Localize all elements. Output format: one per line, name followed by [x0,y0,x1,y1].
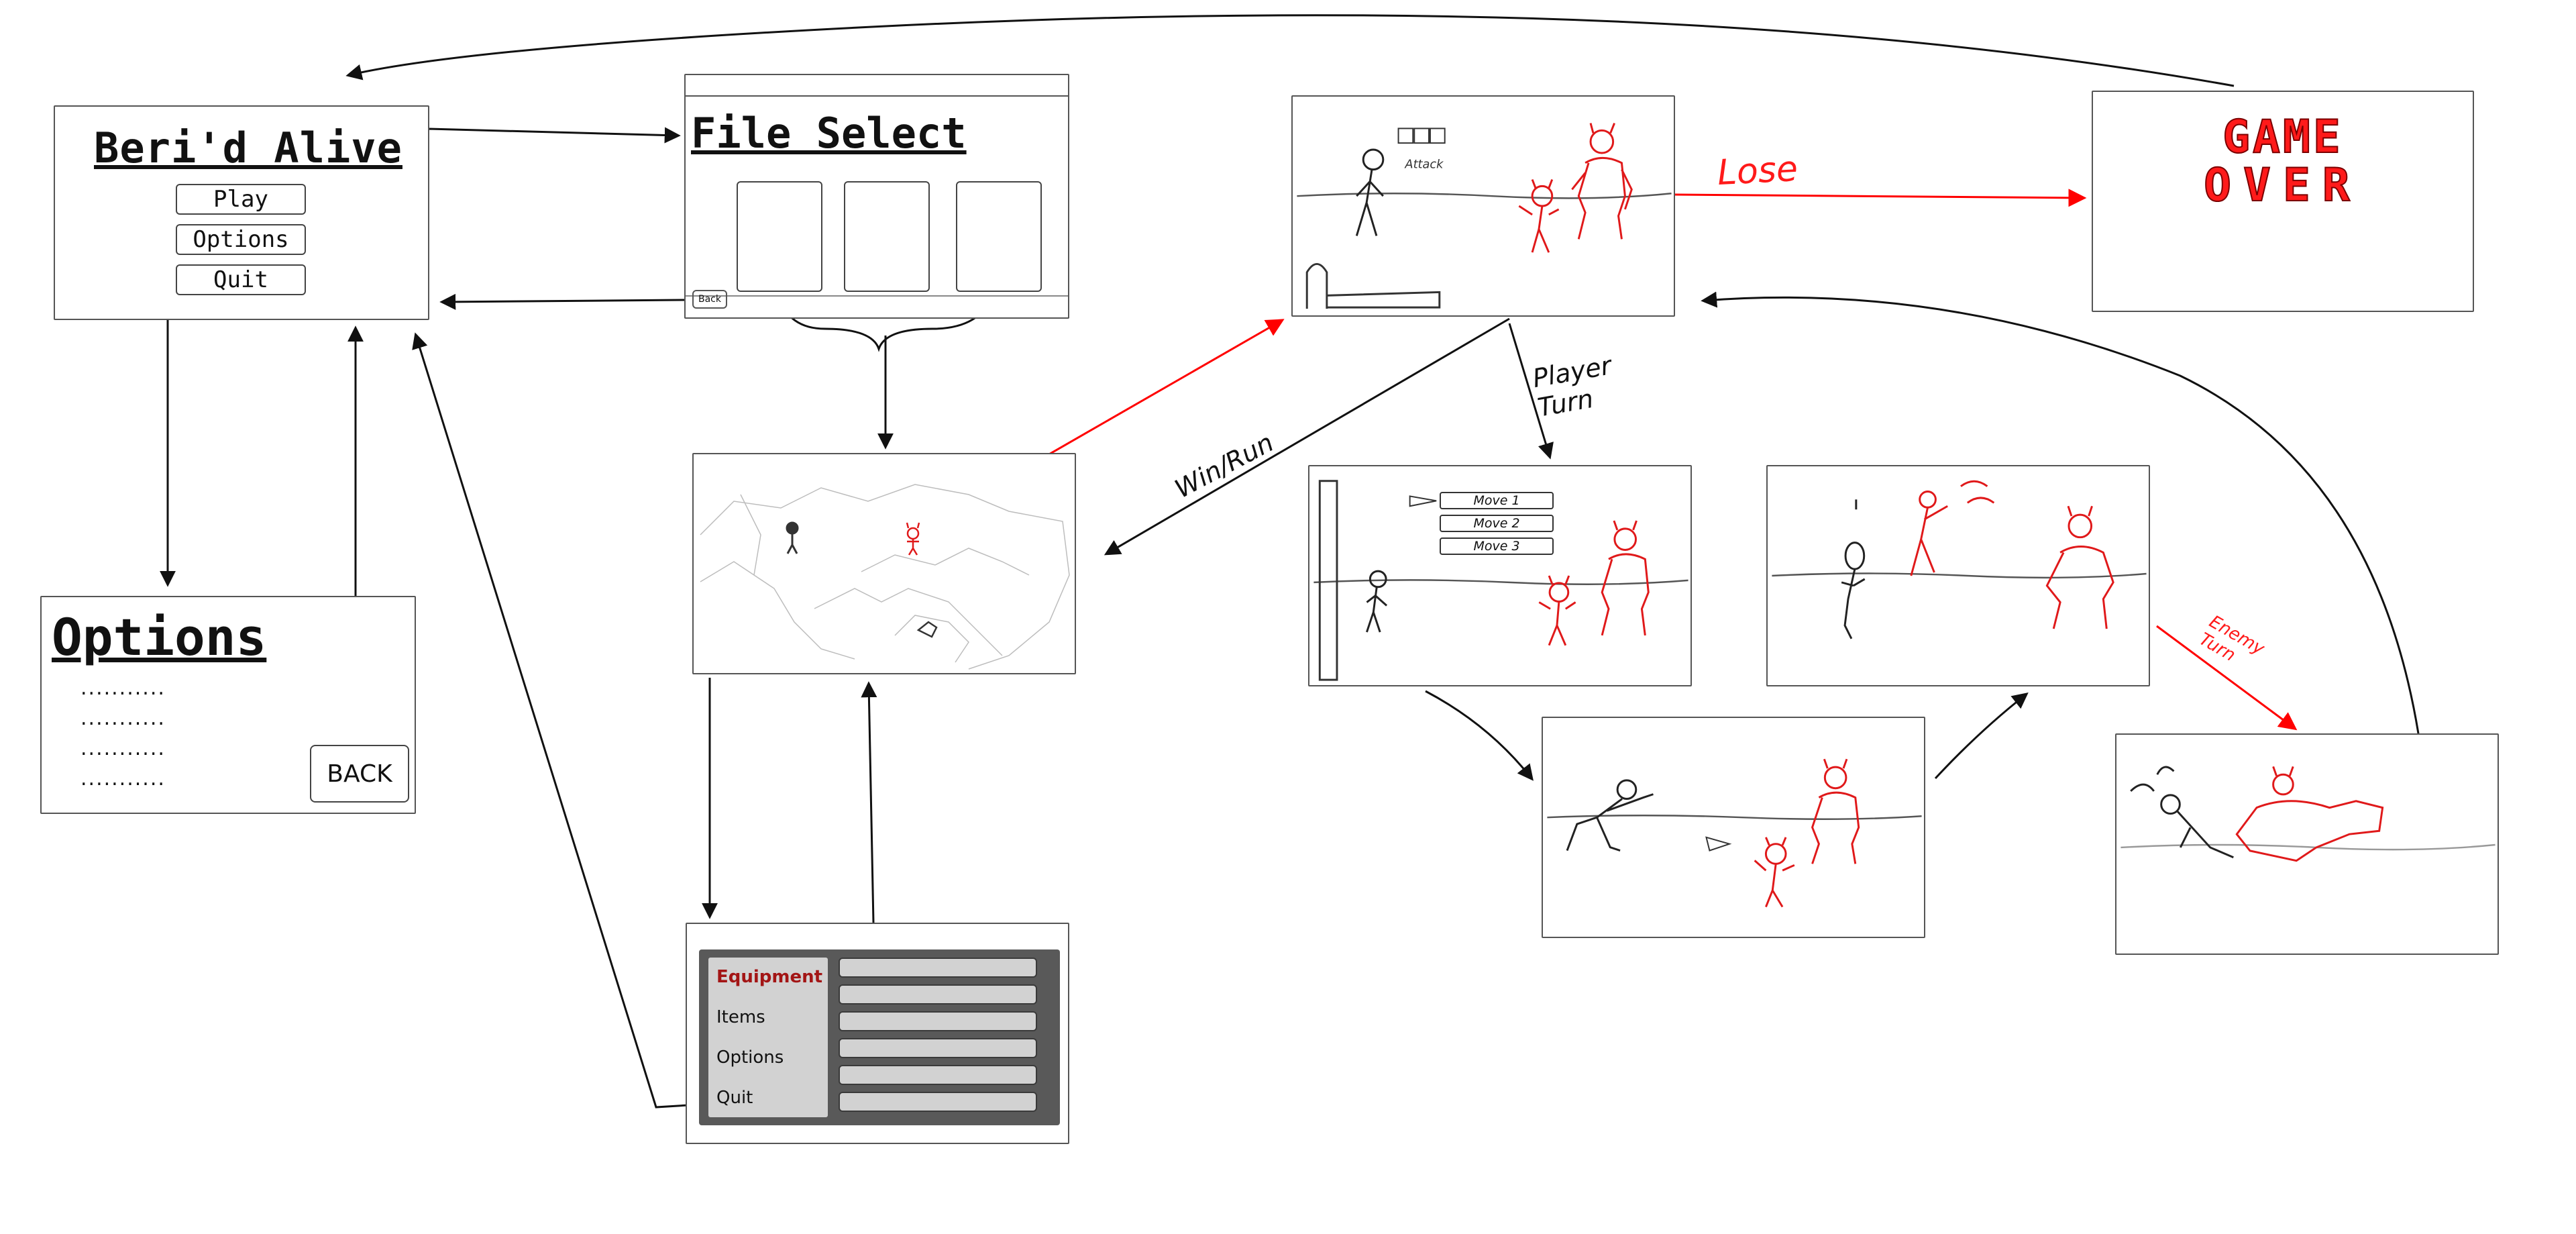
map-screen-frame [692,453,1076,674]
options-screen-frame: Options ........... ........... ........… [40,596,416,814]
selector-arrow-icon [1409,495,1437,507]
label-lose: Lose [1716,148,1799,194]
game-over-line-2: OVER [2203,158,2362,213]
options-button[interactable]: Options [176,224,306,255]
title-screen-frame: Beri'd Alive Play Options Quit [54,105,429,320]
save-slot-1[interactable] [737,181,822,292]
arrow-gameover-to-title [345,14,2235,87]
move-1-button[interactable]: Move 1 [1440,492,1554,509]
menu-item-options[interactable]: Options [716,1047,784,1068]
player-map-icon [786,521,799,554]
battle-enemy-move-frame [1766,465,2150,686]
pause-menu-frame: Equipment Items Options Quit [686,923,1069,1144]
options-title: Options [52,607,267,667]
health-bar-sketch [1318,480,1338,681]
file-select-back-button[interactable]: Back [692,290,727,309]
enemy-jumping-sketch [1910,480,1995,576]
equipment-slot-3[interactable] [839,1011,1037,1031]
quit-button[interactable]: Quit [176,264,306,295]
game-title: Beri'd Alive [94,123,402,172]
menu-item-items[interactable]: Items [716,1007,765,1027]
arrow-attack-to-enemy-move [1934,692,2029,780]
move-2-button[interactable]: Move 2 [1440,515,1554,532]
option-line-2: ........... [80,707,166,730]
status-icons [1397,127,1446,144]
enemy-sketch-small [1538,575,1576,646]
equipment-slot-2[interactable] [839,984,1037,1005]
gate-sketch [1305,262,1441,309]
arrow-battle-to-gameover [1674,189,2087,207]
arrow-menu-to-attack [1425,690,1534,781]
equipment-slot-4[interactable] [839,1038,1037,1058]
world-map [700,484,1070,670]
menu-item-quit[interactable]: Quit [716,1088,753,1108]
arrow-file-select-to-title [439,293,685,310]
battle-enemy-hit-sketch [2121,766,2496,862]
player-knocked-sketch [2130,766,2234,859]
battle-attack-frame [1542,717,1925,938]
options-back-button[interactable]: BACK [310,745,409,803]
arrow-pause-to-map [861,681,877,923]
menu-item-equipment[interactable]: Equipment [716,967,823,987]
option-line-4: ........... [80,767,166,790]
game-over-frame: GAME OVER [2092,91,2474,312]
treasure-map-icon [916,621,938,638]
save-slot-3[interactable] [956,181,1042,292]
file-select-title-bar [686,74,1068,97]
arrow-quit-to-title [412,332,712,1109]
enemy-sketch-large [1811,758,1860,864]
pause-menu-list: Equipment Items Options Quit [708,958,828,1117]
battle-scene-sketch: Attack [1297,122,1672,309]
player-braced-sketch [1841,499,1866,639]
player-sketch [1355,148,1385,236]
enemy-charging-sketch [2235,766,2384,862]
enemy-sketch-small [1518,178,1560,253]
player-sketch [1366,570,1388,633]
equipment-slot-1[interactable] [839,958,1037,978]
battle-menu-sketch [1313,480,1688,681]
move-3-button[interactable]: Move 3 [1440,537,1554,555]
status-label: Attack [1404,158,1444,172]
label-enemy-turn: Enemy Turn [2196,611,2268,666]
pause-menu-panel: Equipment Items Options Quit [699,949,1060,1125]
equipment-slot-5[interactable] [839,1065,1037,1085]
label-win-run: Win/Run [1170,427,1279,504]
battle-attack-sketch [1547,758,1922,908]
enemy-sketch-large [1601,520,1650,636]
battle-screen-frame: Attack [1291,95,1675,317]
save-slot-2[interactable] [844,181,930,292]
battle-enemy-hit-frame [2115,733,2499,955]
battle-enemy-move-sketch [1772,480,2147,639]
file-select-frame: File Select Back [684,74,1069,319]
enemy-sketch-small [1754,837,1795,908]
game-over-line-1: GAME [2222,110,2343,164]
battle-move-menu-frame: Move 1 Move 2 Move 3 [1308,465,1692,686]
file-select-divider [686,295,1068,297]
projectile-icon [1705,836,1732,852]
label-player-turn: Player Turn [1530,350,1614,423]
equipment-slot-6[interactable] [839,1092,1037,1112]
enemy-sketch-large [1571,122,1633,240]
player-attacking-sketch [1566,779,1654,852]
option-line-1: ........... [80,676,166,700]
enemy-map-icon [906,522,920,556]
option-line-3: ........... [80,737,166,760]
enemy-sketch-large [2045,505,2114,629]
play-button[interactable]: Play [176,184,306,215]
file-select-title: File Select [691,109,967,158]
